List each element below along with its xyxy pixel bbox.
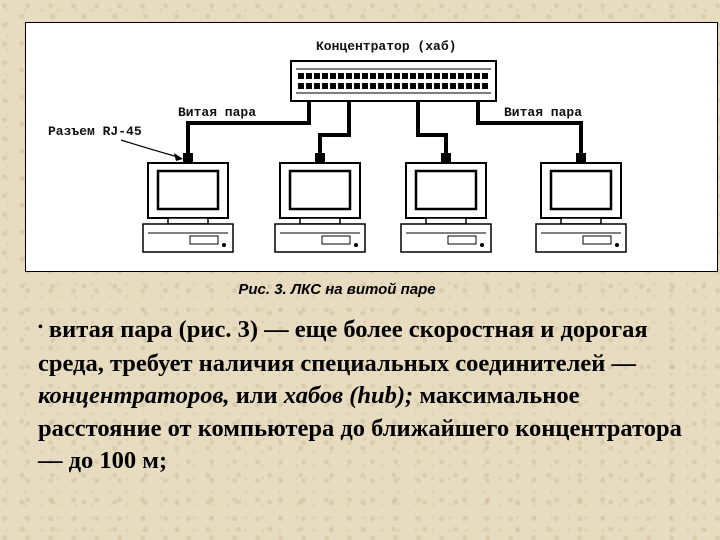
- hub-port-icon: [322, 83, 328, 89]
- body-paragraph: •витая пара (рис. 3) — еще более скорост…: [38, 314, 708, 478]
- hub-port-icon: [458, 73, 464, 79]
- hub-port-icon: [442, 83, 448, 89]
- hub-port-icon: [330, 83, 336, 89]
- hub-port-icon: [314, 83, 320, 89]
- arrow-head-icon: [174, 153, 183, 161]
- hub-port-icon: [434, 73, 440, 79]
- hub-port-icon: [466, 73, 472, 79]
- hub-port-icon: [434, 83, 440, 89]
- hub-port-icon: [298, 83, 304, 89]
- hub-port-icon: [482, 83, 488, 89]
- text-part-5: максимальное расстояние от компьютера до…: [38, 382, 682, 475]
- hub-port-icon: [426, 83, 432, 89]
- hub-port-icon: [306, 73, 312, 79]
- hub-port-icon: [474, 83, 480, 89]
- hub-port-icon: [402, 73, 408, 79]
- hub-port-icon: [338, 83, 344, 89]
- bullet-icon: •: [38, 320, 43, 336]
- hub-device: [290, 60, 497, 102]
- text-part-1: витая пара (рис. 3) — еще более скоростн…: [38, 316, 648, 377]
- figure-caption: Рис. 3. ЛКС на витой паре: [238, 281, 436, 298]
- hub-port-icon: [466, 83, 472, 89]
- hub-port-icon: [474, 73, 480, 79]
- computer-icon: [400, 153, 492, 253]
- text-italic-hubs: хабов (hub);: [283, 382, 414, 410]
- text-part-3: или: [229, 382, 284, 410]
- hub-port-icon: [482, 73, 488, 79]
- hub-port-icon: [418, 83, 424, 89]
- hub-port-icon: [354, 73, 360, 79]
- twisted-pair-label-right: Витая пара: [504, 105, 582, 120]
- network-figure: Концентратор (хаб) Витая пара Витая пара…: [25, 22, 718, 272]
- computer-icon: [274, 153, 366, 253]
- hub-port-icon: [410, 83, 416, 89]
- computer-icon: [142, 153, 234, 253]
- hub-port-icon: [346, 73, 352, 79]
- hub-port-icon: [338, 73, 344, 79]
- twisted-pair-label-left: Витая пара: [178, 105, 256, 120]
- hub-port-icon: [394, 73, 400, 79]
- hub-port-icon: [322, 73, 328, 79]
- hub-port-icon: [442, 73, 448, 79]
- hub-port-icon: [450, 73, 456, 79]
- computer-icon: [535, 153, 627, 253]
- hub-port-icon: [362, 83, 368, 89]
- rj45-arrow: [120, 139, 179, 158]
- hub-port-icon: [354, 83, 360, 89]
- hub-port-icon: [386, 73, 392, 79]
- hub-port-icon: [418, 73, 424, 79]
- hub-label: Концентратор (хаб): [316, 39, 456, 54]
- hub-port-icon: [426, 73, 432, 79]
- hub-port-icon: [450, 83, 456, 89]
- hub-port-icon: [362, 73, 368, 79]
- hub-port-icon: [306, 83, 312, 89]
- hub-port-icon: [394, 83, 400, 89]
- hub-port-icon: [298, 73, 304, 79]
- hub-port-icon: [370, 73, 376, 79]
- hub-port-icon: [378, 83, 384, 89]
- rj45-label: Разъем RJ-45: [48, 124, 142, 139]
- text-italic-concentrators: концентраторов,: [38, 382, 230, 410]
- hub-port-icon: [378, 73, 384, 79]
- cables: [186, 101, 583, 155]
- hub-port-icon: [410, 73, 416, 79]
- hub-port-icon: [346, 83, 352, 89]
- hub-port-icon: [458, 83, 464, 89]
- hub-port-icon: [386, 83, 392, 89]
- hub-port-icon: [402, 83, 408, 89]
- hub-port-icon: [370, 83, 376, 89]
- hub-port-icon: [314, 73, 320, 79]
- hub-port-icon: [330, 73, 336, 79]
